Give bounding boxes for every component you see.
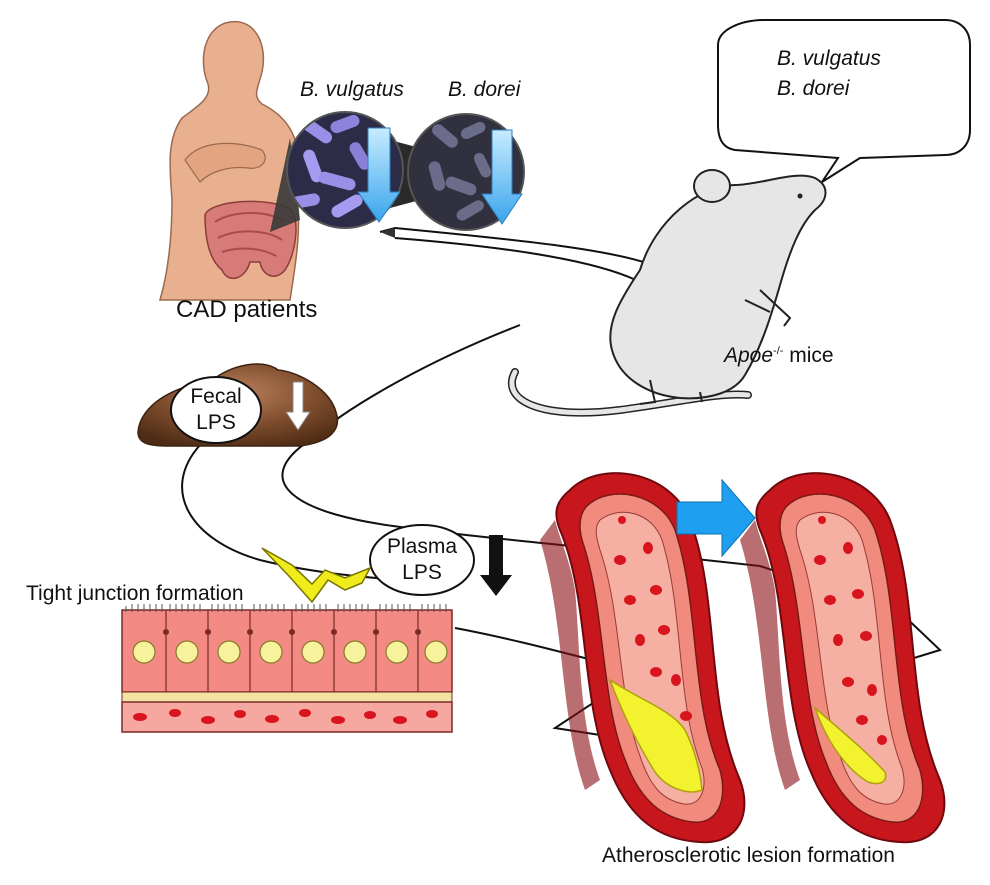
down-arrow-icon	[480, 535, 512, 596]
plasma-line-2: LPS	[402, 561, 442, 584]
label-apoe-mice: Apoe-/- mice	[724, 344, 834, 368]
blood-vessel-icon	[740, 472, 946, 844]
mice-suffix: mice	[783, 344, 834, 367]
label-cad-patients: CAD patients	[176, 296, 318, 323]
fecal-lps-oval	[170, 376, 262, 444]
bubble-b-vulgatus: B. vulgatus	[777, 47, 881, 70]
label-lesion: Atherosclerotic lesion formation	[602, 844, 895, 867]
bubble-b-dorei: B. dorei	[777, 77, 850, 100]
plasma-line-1: Plasma	[386, 535, 458, 558]
down-arrow-icon	[481, 129, 523, 225]
plasma-lps-oval	[369, 524, 475, 596]
down-arrow-icon	[357, 127, 401, 223]
apoe-name: Apoe	[724, 344, 774, 367]
epithelium-icon	[121, 604, 453, 733]
human-figure-icon	[159, 20, 300, 301]
ribbon-tip	[380, 228, 395, 238]
fecal-line-2: LPS	[196, 411, 236, 434]
down-arrow-icon	[285, 381, 311, 431]
mouse-icon	[507, 169, 827, 417]
apoe-superscript: -/-	[773, 345, 784, 357]
label-b-dorei: B. dorei	[448, 78, 521, 101]
label-tight-junction: Tight junction formation	[26, 582, 244, 605]
lightning-arrow-icon	[261, 547, 372, 604]
speech-bubble	[717, 19, 971, 183]
fecal-line-1: Fecal	[190, 385, 242, 408]
label-b-vulgatus: B. vulgatus	[300, 78, 404, 101]
right-arrow-icon	[676, 478, 756, 558]
blood-vessel-icon	[540, 472, 746, 844]
